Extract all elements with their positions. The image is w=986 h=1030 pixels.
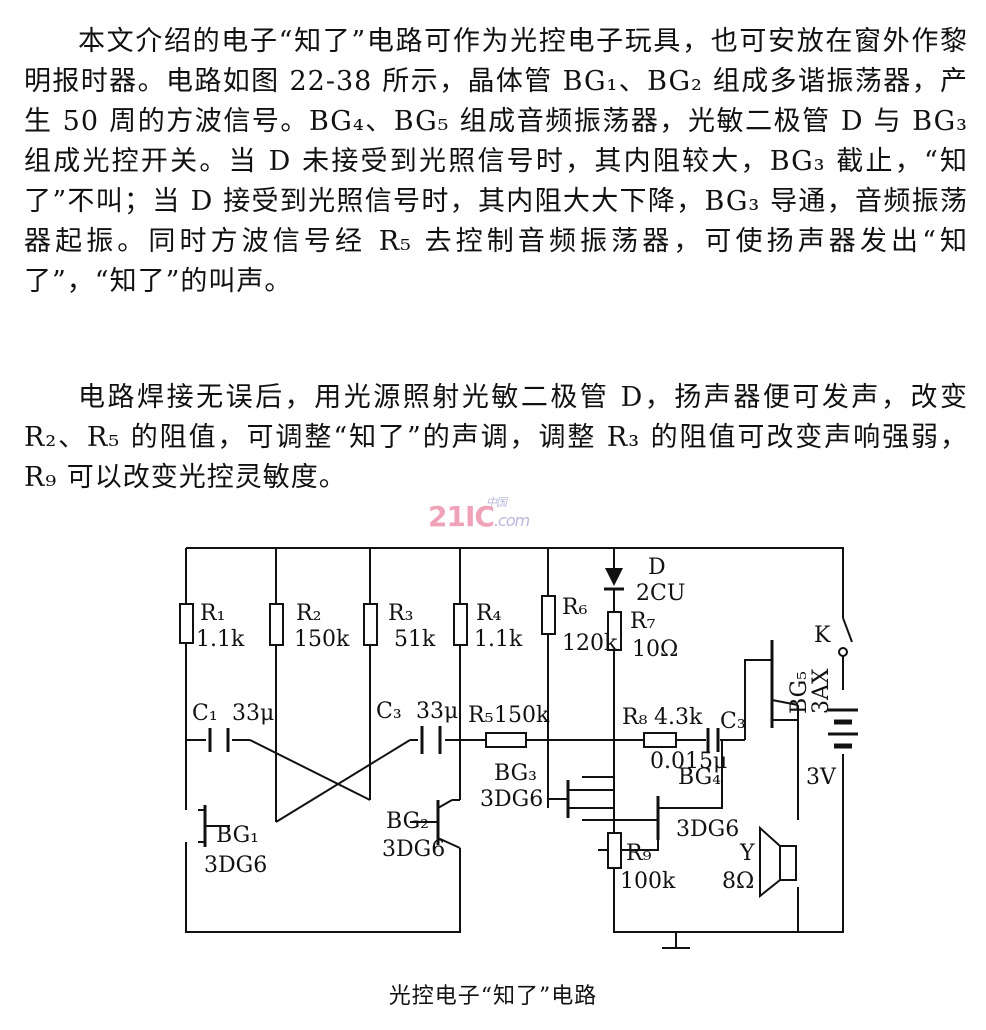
transistor-bg5 [770, 640, 799, 728]
d-label: D [648, 555, 666, 580]
c1-value: 33μ [232, 701, 274, 726]
watermark-logo: 21IC.com 中国 [428, 496, 530, 533]
c3-label: C₃ [720, 709, 746, 734]
r8-value: 4.3k [654, 705, 703, 730]
r3-label: R₃ [388, 601, 413, 626]
paragraph-adjustment: 电路焊接无误后，用光源照射光敏二极管 D，扬声器便可发声，改变 R₂、R₅ 的阻… [24, 382, 968, 493]
c2-value: 33μ [416, 699, 458, 724]
bg1-value: 3DG6 [204, 853, 267, 878]
photodiode-d [604, 568, 624, 591]
transistor-bg2 [410, 799, 461, 849]
component-labels: R₁ 1.1k R₂ 150k R₃ 51k R₄ 1.1k R₆ 120k D… [192, 555, 837, 894]
bg3-label: BG₃ [494, 761, 537, 786]
resistor-r7 [607, 611, 622, 651]
watermark-suffix: 中国 [486, 496, 507, 509]
r1-label: R₁ [200, 601, 225, 626]
r5-label: R₅ [468, 703, 493, 728]
resistor-r4 [453, 603, 468, 646]
resistor-r1 [179, 603, 194, 644]
resistor-r8 [643, 732, 677, 748]
transistor-bg1 [203, 805, 230, 847]
wires [185, 547, 844, 949]
transistor-bg4 [656, 796, 694, 840]
resistor-r3 [363, 603, 378, 646]
r7-label: R₇ [630, 609, 656, 634]
resistor-r6 [541, 595, 556, 635]
r4-value: 1.1k [474, 627, 523, 652]
bg4-label: BG₄ [678, 765, 721, 790]
bg3-value: 3DG6 [480, 787, 543, 812]
bg2-value: 3DG6 [382, 837, 445, 862]
figure-caption: 光控电子“知了”电路 [388, 984, 598, 1009]
watermark-domain: .com [493, 511, 530, 530]
r7-value: 10Ω [632, 637, 678, 662]
resistor-r9 [607, 832, 622, 869]
battery-value: 3V [806, 765, 837, 790]
switch-k [838, 617, 853, 657]
r1-value: 1.1k [196, 627, 245, 652]
bg5-value: 3AX [809, 668, 834, 714]
resistor-r2 [269, 603, 284, 646]
watermark-brand: 21IC [428, 500, 495, 533]
r9-value: 100k [620, 869, 676, 894]
transistor-bg3 [548, 780, 570, 818]
c2-label: C₃ [376, 699, 402, 724]
resistor-r5 [485, 732, 527, 748]
c3-value: 0.015μ [650, 749, 727, 774]
r5-value: 150k [494, 703, 550, 728]
r9-label: R₉ [626, 841, 652, 866]
bg4-value: 3DG6 [676, 817, 739, 842]
speaker-y [759, 825, 797, 899]
r2-label: R₂ [296, 601, 321, 626]
r6-value: 120k [562, 631, 618, 656]
bg5-label: BG₅ [787, 671, 812, 714]
c1-label: C₁ [192, 701, 218, 726]
r8-label: R₈ [622, 705, 648, 730]
bg1-label: BG₁ [216, 823, 259, 848]
k-label: K [814, 623, 831, 648]
paragraph-intro: 本文介绍的电子“知了”电路可作为光控电子玩具，也可安放在窗外作黎明报时器。电路如… [24, 26, 968, 297]
capacitor-c3 [706, 728, 720, 752]
battery [828, 708, 858, 749]
capacitor-c2 [420, 726, 442, 754]
r3-value: 51k [394, 627, 436, 652]
r4-label: R₄ [476, 601, 502, 626]
bg2-label: BG₂ [386, 809, 429, 834]
r2-value: 150k [294, 627, 350, 652]
y-label: Y [739, 841, 755, 866]
r6-label: R₆ [562, 595, 588, 620]
capacitor-c1 [208, 728, 230, 752]
y-value: 8Ω [722, 869, 754, 894]
d-value: 2CU [636, 581, 685, 606]
